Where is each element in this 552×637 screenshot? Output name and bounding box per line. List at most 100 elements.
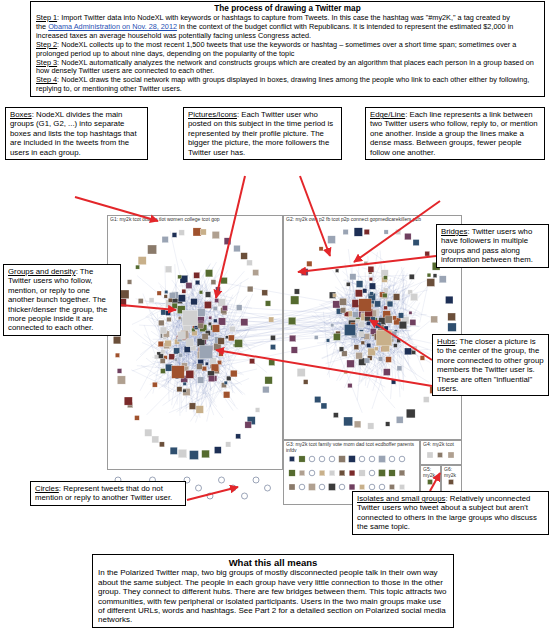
- profile-icon: [339, 347, 344, 352]
- isolate-circle: [299, 484, 305, 490]
- network-edge: [167, 328, 246, 395]
- box-heading: Isolates and small groups: [357, 494, 445, 503]
- profile-icon: [202, 334, 208, 340]
- text-paragraph: In the Polarized Twitter map, two big gr…: [98, 568, 448, 624]
- profile-icon: [247, 286, 253, 292]
- profile-icon: [431, 316, 438, 323]
- profile-icon: [365, 358, 370, 363]
- leader-arrow: [187, 487, 238, 500]
- profile-icon: [138, 257, 146, 265]
- profile-icon: [172, 366, 185, 379]
- box-text: : NodeXL automatically analyzes the netw…: [36, 58, 534, 76]
- profile-icon: [170, 447, 177, 454]
- network-edge: [144, 325, 162, 372]
- profile-icon: [113, 336, 121, 344]
- profile-icon: [136, 265, 140, 269]
- network-edge: [337, 282, 414, 340]
- profile-icon: [182, 310, 198, 326]
- profile-icon: [448, 313, 456, 321]
- profile-icon: [178, 275, 182, 279]
- profile-icon: [162, 236, 168, 242]
- profile-icon: [169, 354, 175, 360]
- box-heading: Boxes: [10, 110, 32, 119]
- profile-icon: [406, 409, 415, 418]
- profile-icon: [294, 289, 299, 294]
- profile-icon: [333, 333, 340, 340]
- box-text: Step 3: [36, 58, 57, 67]
- profile-icon: [182, 289, 186, 293]
- profile-icon: [342, 351, 347, 356]
- profile-icon: [160, 358, 165, 363]
- network-edge: [176, 326, 242, 395]
- profile-icon: [202, 450, 210, 458]
- profile-icon: [427, 452, 433, 458]
- profile-icon: [165, 266, 172, 273]
- bridge-edge: [175, 304, 374, 345]
- profile-icon: [216, 287, 221, 292]
- network-edge: [136, 300, 200, 361]
- text-paragraph: Groups and density: The Twitter users wh…: [8, 267, 116, 333]
- profile-icon: [389, 484, 394, 489]
- profile-icon: [168, 298, 172, 302]
- box-text: G6: my2k: [444, 466, 456, 478]
- text-paragraph: G3: my2k tcot family vote mom dad tcot e…: [286, 442, 417, 453]
- profile-icon: [195, 280, 200, 285]
- network-edge: [163, 278, 249, 330]
- network-edge: [420, 287, 428, 323]
- profile-icon: [383, 293, 387, 297]
- leader-arrow: [298, 256, 436, 272]
- box-text: G2: my2k ows p2 fb tcot p2p connect gopm…: [286, 216, 421, 222]
- callout-box: Isolates and small groups: Relatively un…: [352, 491, 549, 535]
- text-paragraph: Boxes: NodeXL divides the main groups (G…: [10, 110, 143, 157]
- profile-icon: [396, 229, 401, 234]
- leader-arrow: [216, 176, 245, 298]
- leader-arrow: [354, 201, 440, 262]
- profile-icon: [340, 298, 347, 305]
- network-edge: [150, 359, 233, 384]
- profile-icon: [369, 277, 373, 281]
- profile-icon: [127, 280, 132, 285]
- profile-icon: [212, 231, 219, 238]
- profile-icon: [398, 313, 403, 318]
- profile-icon: [161, 369, 166, 374]
- profile-icon: [230, 370, 237, 377]
- isolate-circle: [242, 493, 248, 499]
- profile-icon: [186, 339, 194, 347]
- isolate-circle: [253, 477, 259, 483]
- text-paragraph: G2: my2k ows p2 fb tcot p2p connect gopm…: [286, 217, 459, 223]
- profile-icon: [391, 380, 396, 385]
- profile-icon: [350, 274, 356, 280]
- network-edge: [149, 324, 231, 377]
- network-edge: [359, 262, 382, 316]
- isolate-circle: [399, 456, 405, 462]
- network-edge: [147, 340, 221, 415]
- network-edge: [354, 344, 372, 368]
- profile-icon: [347, 360, 355, 368]
- network-edge: [180, 304, 236, 343]
- profile-icon: [333, 294, 337, 298]
- network-edge: [387, 282, 424, 372]
- profile-icon: [253, 270, 259, 276]
- profile-icon: [329, 484, 336, 491]
- network-edge: [170, 284, 206, 352]
- profile-icon: [236, 434, 241, 439]
- profile-icon: [339, 456, 346, 463]
- network-edge: [165, 308, 249, 359]
- profile-icon: [117, 369, 122, 374]
- profile-icon: [269, 317, 274, 322]
- box-text: : The Twitter users who follow, mention,…: [8, 267, 107, 332]
- profile-icon: [135, 416, 140, 421]
- profile-icon: [205, 270, 212, 277]
- profile-icon: [289, 456, 294, 461]
- network-edge: [350, 311, 400, 357]
- text-paragraph: Step 2: NodeXL collects up to the most r…: [36, 41, 539, 59]
- profile-icon: [349, 456, 356, 463]
- profile-icon: [138, 299, 143, 304]
- profile-icon: [315, 396, 321, 402]
- profile-icon: [184, 346, 190, 352]
- profile-icon: [191, 299, 197, 305]
- profile-icon: [194, 272, 200, 278]
- profile-icon: [197, 309, 205, 317]
- profile-icon: [439, 276, 446, 283]
- profile-icon: [301, 269, 308, 276]
